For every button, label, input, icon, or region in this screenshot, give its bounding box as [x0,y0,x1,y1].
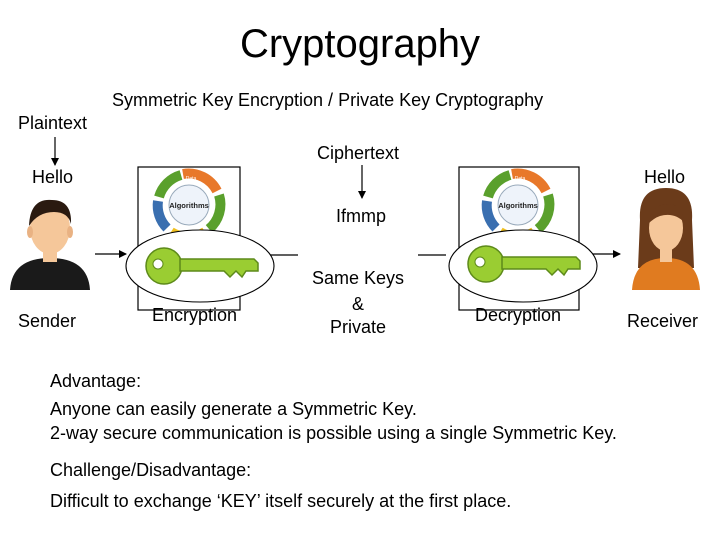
sender-label: Sender [18,311,77,331]
algorithms-text: Algorithms [169,201,209,210]
subtitle: Symmetric Key Encryption / Private Key C… [112,90,544,110]
receiver-avatar-icon [632,188,700,290]
cycle-top-text: Data [186,176,197,182]
ciphertext-label: Ciphertext [317,143,400,163]
key-icon [467,245,581,283]
key-icon [145,247,259,285]
advantage-line-1: Anyone can easily generate a Symmetric K… [50,399,417,419]
same-keys-line-1: Same Keys [311,268,405,288]
same-keys-line-2: & [351,294,364,314]
cycle-top-text: Data [515,176,526,182]
decryption-label: Decryption [475,305,562,325]
encryption-label: Encryption [152,305,238,325]
challenge-heading: Challenge/Disadvantage: [50,460,252,480]
page-title: Cryptography [239,22,481,66]
advantage-line-2: 2-way secure communication is possible u… [50,423,617,443]
sender-avatar-icon [10,199,90,290]
plaintext-label: Plaintext [18,113,88,133]
hello-left-label: Hello [32,167,74,187]
hello-right-label: Hello [644,167,686,187]
algorithms-cycle-icon: Algorithms Data [481,168,555,242]
challenge-line-1: Difficult to exchange ‘KEY’ itself secur… [50,491,512,511]
same-keys-line-3: Private [329,317,387,337]
receiver-label: Receiver [627,311,699,331]
algorithms-text: Algorithms [498,201,538,210]
advantage-heading: Advantage: [50,371,142,391]
cipher-value-label: Ifmmp [336,206,387,226]
